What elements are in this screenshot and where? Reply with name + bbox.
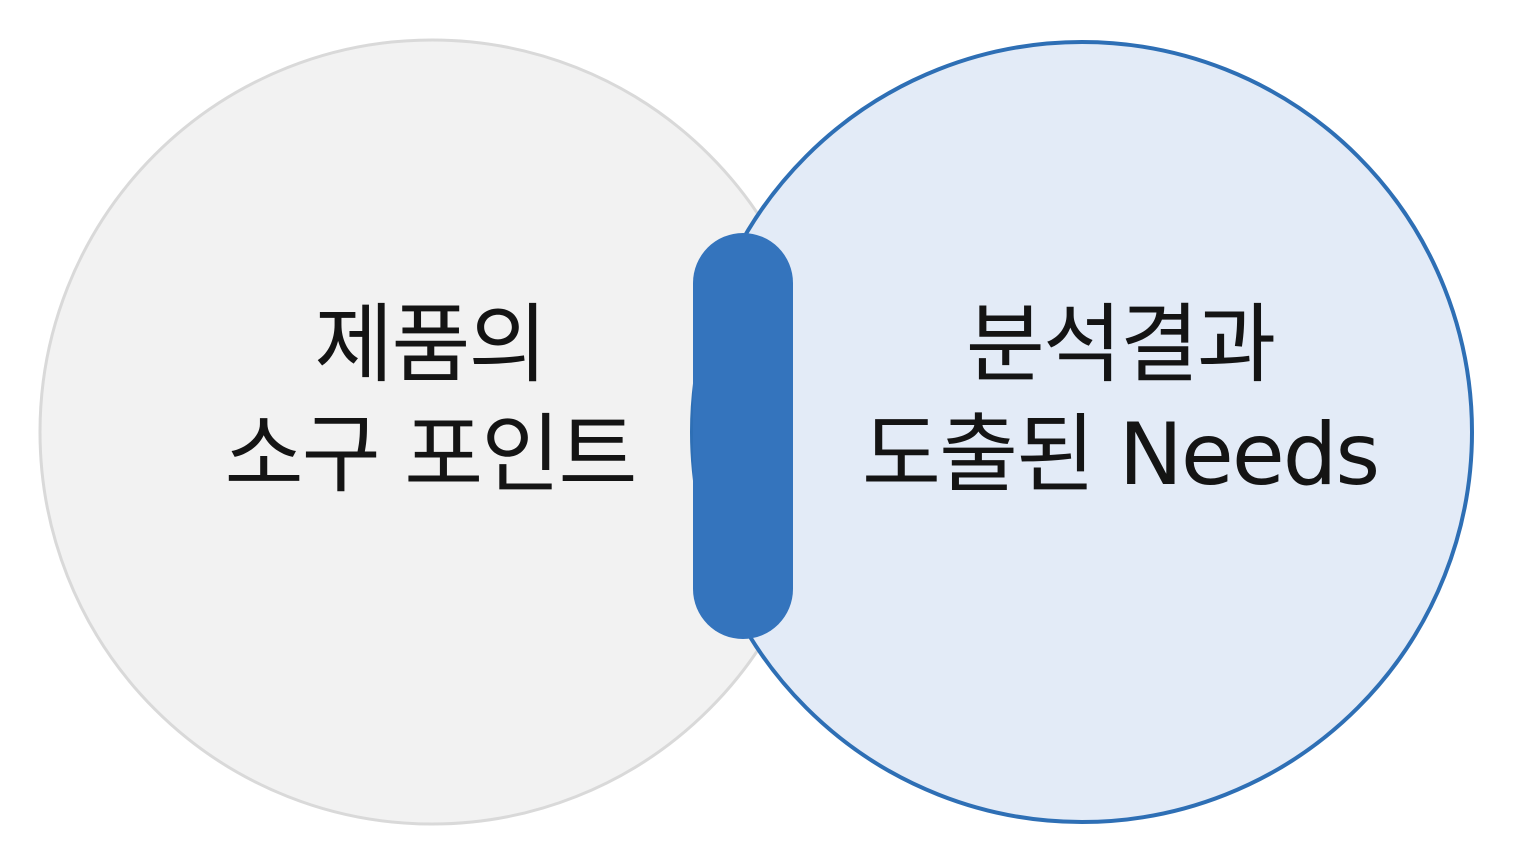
left-circle-label-line2: 소구 포인트 bbox=[224, 405, 638, 505]
right-circle-label-line2: 도출된 Needs bbox=[861, 405, 1380, 505]
left-circle-label: 제품의 소구 포인트 bbox=[90, 280, 770, 520]
left-circle-label-line1: 제품의 bbox=[314, 295, 547, 395]
right-circle bbox=[690, 40, 1474, 824]
right-circle-label: 분석결과 도출된 Needs bbox=[780, 280, 1460, 520]
intersection-connector bbox=[693, 233, 793, 639]
right-circle-label-line1: 분석결과 bbox=[965, 295, 1276, 395]
